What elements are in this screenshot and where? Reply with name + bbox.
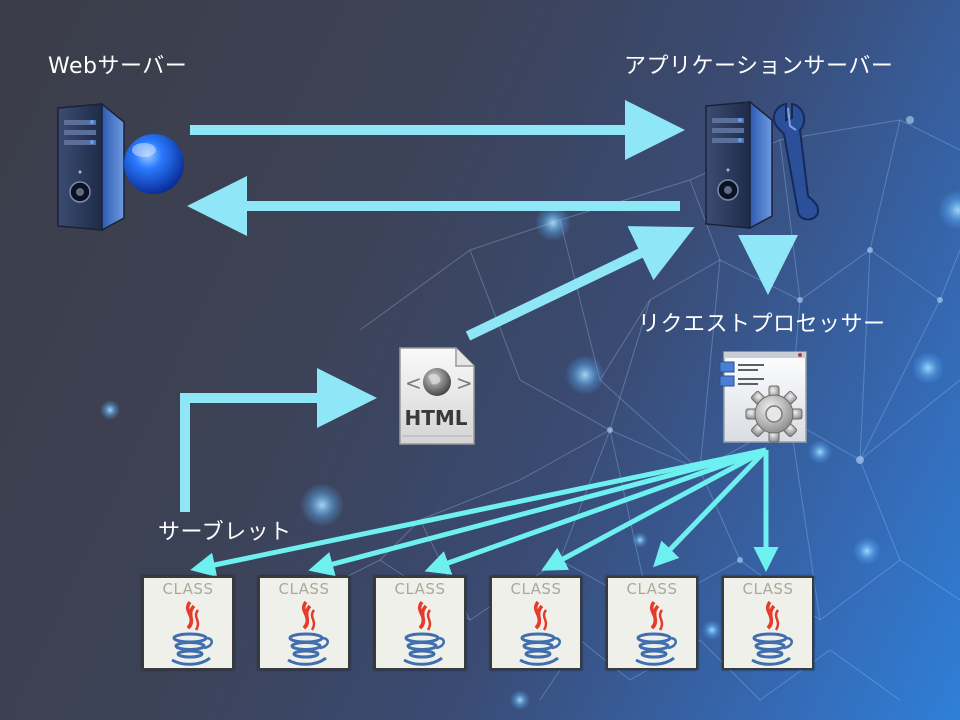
window-gear-icon (719, 351, 807, 443)
server-globe-icon (57, 102, 184, 232)
svg-text:<: < (405, 371, 422, 395)
class-file-4: CLASS (490, 576, 582, 670)
web-server-label: Webサーバー (48, 54, 188, 79)
servlet-label: サーブレット (158, 520, 292, 545)
server-wrench-icon (705, 100, 820, 230)
class-file-label: CLASS (162, 580, 214, 598)
class-file-label: CLASS (510, 580, 562, 598)
class-file-3: CLASS (374, 576, 466, 670)
request-processor-label: リクエストプロセッサー (638, 312, 886, 337)
html-document-icon: < > HTML (394, 346, 478, 446)
class-file-2: CLASS (258, 576, 350, 670)
html-document-text: HTML (404, 406, 468, 430)
class-file-1: CLASS (142, 576, 234, 670)
class-file-label: CLASS (278, 580, 330, 598)
class-file-label: CLASS (394, 580, 446, 598)
class-file-5: CLASS (606, 576, 698, 670)
app-server-label: アプリケーションサーバー (624, 54, 894, 79)
class-file-6: CLASS (722, 576, 814, 670)
class-file-label: CLASS (742, 580, 794, 598)
class-file-label: CLASS (626, 580, 678, 598)
svg-text:>: > (456, 371, 473, 395)
